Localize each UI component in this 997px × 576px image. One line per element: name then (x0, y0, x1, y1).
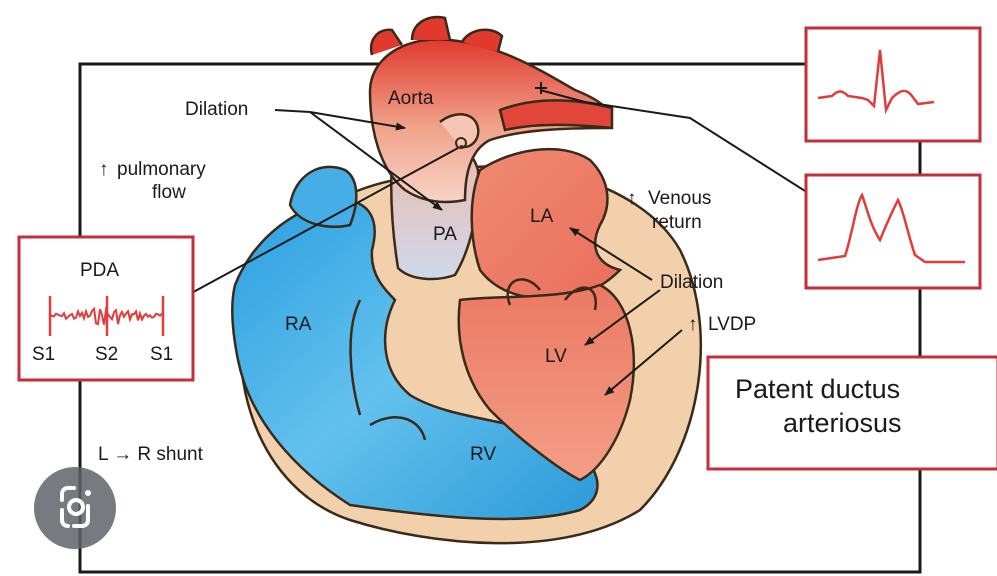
label-dilation-right: Dilation (660, 272, 723, 293)
label-s1-left: S1 (32, 344, 55, 365)
label-rv: RV (470, 444, 496, 465)
label-lv: LV (545, 346, 567, 367)
pulmonary-arrow: ↑ (99, 159, 109, 180)
vena-cava (290, 167, 356, 227)
pda-title: PDA (80, 260, 119, 281)
label-shunt: L → R shunt (98, 444, 204, 465)
label-flow: flow (152, 182, 186, 203)
lens-button[interactable] (34, 467, 116, 549)
title-line1: Patent ductus (735, 374, 900, 404)
pda-murmur-box: PDA S1 S2 S1 (19, 237, 193, 380)
venous-arrow: ↑ (627, 188, 637, 209)
label-lvdp: LVDP (708, 314, 756, 335)
label-aorta: Aorta (388, 88, 434, 109)
label-venous: Venous (648, 188, 711, 209)
label-return: return (652, 212, 702, 233)
title-box: Patent ductus arteriosus (708, 357, 997, 469)
ecg-box (806, 28, 980, 141)
label-dilation-top: Dilation (185, 99, 248, 120)
title-line2: arteriosus (783, 408, 902, 438)
aortic-branch-2 (412, 17, 450, 40)
label-la: LA (530, 206, 554, 227)
label-pa: PA (433, 224, 457, 245)
label-s2: S2 (95, 344, 118, 365)
pulmonary-vein (500, 100, 612, 130)
pulse-box (806, 175, 980, 288)
label-s1-right: S1 (150, 344, 173, 365)
label-pulmonary: pulmonary (117, 159, 206, 180)
lvdp-arrow: ↑ (688, 314, 698, 335)
label-ra: RA (285, 314, 312, 335)
